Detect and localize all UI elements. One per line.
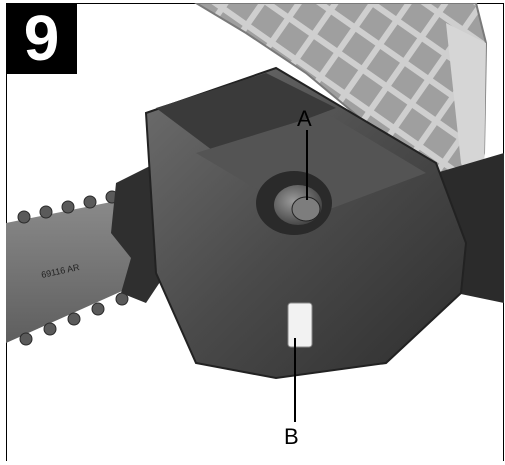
callout-a-label: A [297, 106, 312, 131]
figure-number-badge: 9 [6, 3, 77, 74]
oil-tank-cap-icon [256, 171, 332, 235]
chainsaw-photo: 69116 AR [6, 3, 504, 383]
callout-b-label: B [284, 424, 299, 449]
oil-level-window-icon [287, 302, 313, 348]
callout-b-leader [294, 338, 296, 422]
callout-a-leader [306, 130, 308, 200]
chainsaw-illustration: 69116 AR [6, 3, 504, 380]
